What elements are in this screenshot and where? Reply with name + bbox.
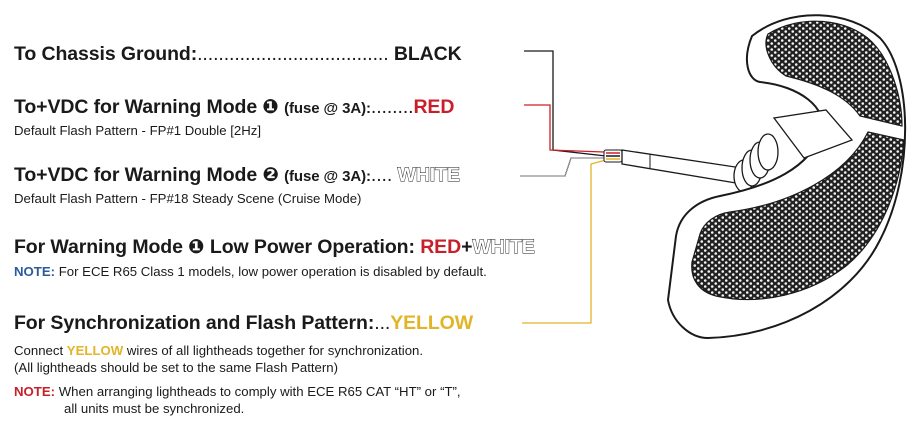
warning-mode-2-label: To+VDC for Warning Mode xyxy=(14,164,258,186)
warning-mode-1-color: RED xyxy=(413,96,455,118)
low-power-label2: Low Power Operation xyxy=(209,236,409,258)
wire-tips xyxy=(603,149,623,163)
sync-line-1: Connect YELLOW wires of all lightheads t… xyxy=(14,342,423,359)
sync-note-line-2: all units must be synchronized. xyxy=(64,401,245,416)
chassis-ground-dots: .................................... xyxy=(197,43,389,65)
sync-note-label: NOTE: xyxy=(14,384,56,399)
chassis-ground-label: To Chassis Ground: xyxy=(14,43,198,65)
sync-line-2: (All lightheads should be set to the sam… xyxy=(14,360,339,375)
sync-line-1-pre: Connect xyxy=(14,343,64,358)
sync-note-line-1: When arranging lightheads to comply with… xyxy=(58,384,461,399)
lighthead-lower-lens xyxy=(691,131,905,301)
low-power-note: NOTE: For ECE R65 Class 1 models, low po… xyxy=(14,263,487,280)
low-power-plus: + xyxy=(461,236,473,258)
lighthead-upper-lens xyxy=(765,20,903,127)
warning-mode-1-fuse: (fuse @ 3A): xyxy=(284,100,371,117)
warning-mode-1-sub: Default Flash Pattern - FP#1 Double [2Hz… xyxy=(14,123,262,138)
cable-grommet xyxy=(733,133,779,193)
red-wire xyxy=(524,104,605,153)
warning-mode-1-line: To+VDC for Warning Mode ❶ (fuse @ 3A):..… xyxy=(14,96,454,120)
sync-dots: ... xyxy=(374,312,391,334)
sync-line: For Synchronization and Flash Pattern:..… xyxy=(14,312,473,334)
warning-mode-1-badge: ❶ xyxy=(262,96,279,118)
cable xyxy=(621,149,743,185)
sync-note: NOTE: When arranging lightheads to compl… xyxy=(14,383,461,400)
warning-mode-2-dots: .... xyxy=(370,164,393,186)
lighthead-mount xyxy=(772,109,854,159)
yellow-wire xyxy=(522,159,607,324)
sync-line-1-color: YELLOW xyxy=(66,343,124,358)
low-power-line: For Warning Mode ❶ Low Power Operation: … xyxy=(14,236,535,259)
white-wire-inner xyxy=(520,157,604,177)
low-power-colon: : xyxy=(408,236,415,258)
low-power-note-label: NOTE: xyxy=(14,264,56,279)
lighthead xyxy=(666,14,907,340)
warning-mode-2-sub: Default Flash Pattern - FP#18 Steady Sce… xyxy=(14,191,362,206)
chassis-ground-line: To Chassis Ground:......................… xyxy=(14,43,462,65)
low-power-color-white: WHITE xyxy=(472,236,535,259)
warning-mode-1-dots: ........ xyxy=(370,96,414,118)
warning-mode-2-line: To+VDC for Warning Mode ❷ (fuse @ 3A):..… xyxy=(14,164,460,188)
low-power-badge: ❶ xyxy=(188,236,205,258)
sync-line-1-post: wires of all lightheads together for syn… xyxy=(126,343,424,358)
black-wire xyxy=(524,50,607,157)
warning-mode-2-badge: ❷ xyxy=(262,164,279,186)
low-power-color-red: RED xyxy=(420,236,462,258)
sync-color: YELLOW xyxy=(390,312,474,334)
chassis-ground-color: BLACK xyxy=(393,43,462,65)
warning-mode-1-label: To+VDC for Warning Mode xyxy=(14,96,258,118)
sync-label: For Synchronization and Flash Pattern: xyxy=(14,312,375,334)
low-power-label: For Warning Mode xyxy=(14,236,183,258)
warning-mode-2-fuse: (fuse @ 3A): xyxy=(284,168,371,185)
warning-mode-2-color: WHITE xyxy=(397,164,460,187)
low-power-note-text: For ECE R65 Class 1 models, low power op… xyxy=(58,264,487,279)
